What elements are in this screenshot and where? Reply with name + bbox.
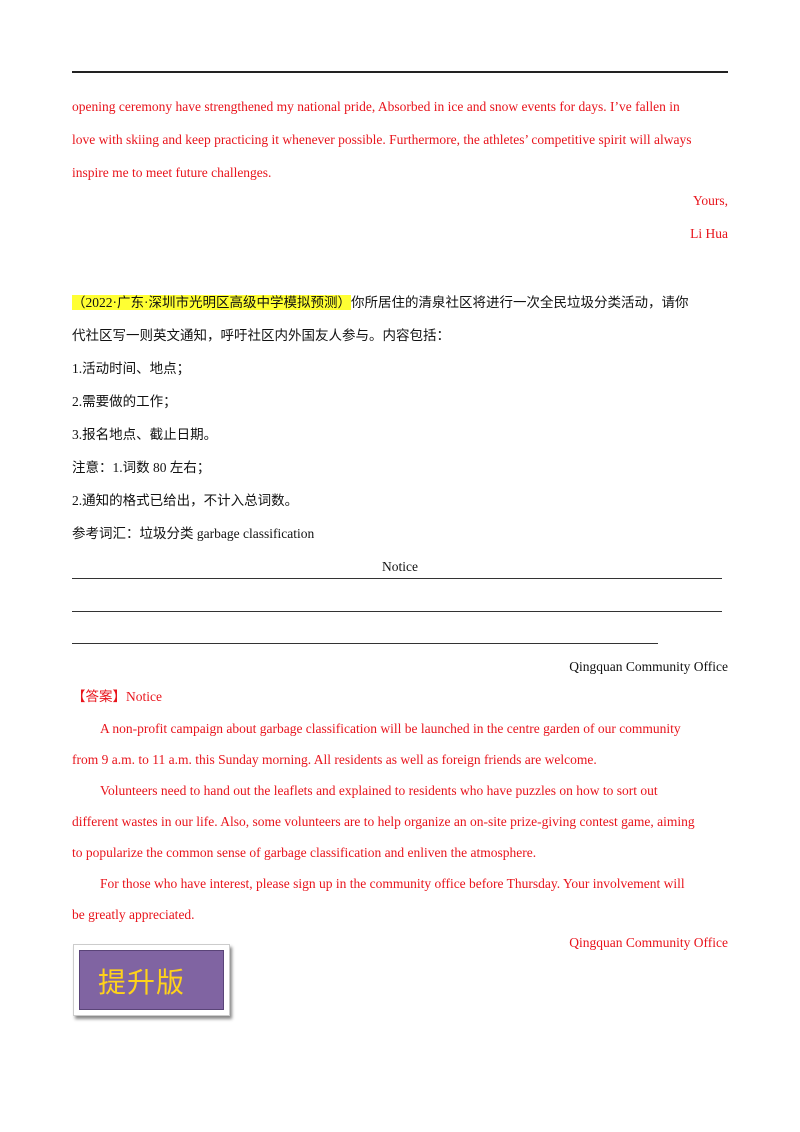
question-prompt-1: 你所居住的清泉社区将进行一次全民垃圾分类活动，请你 — [351, 295, 689, 310]
letter-closing-block: Yours, Li Hua — [72, 184, 728, 250]
question-note-2: 2.通知的格式已给出，不计入总词数。 — [72, 493, 299, 508]
top-rule — [72, 71, 728, 73]
question-item: 2.需要做的工作； — [72, 394, 177, 409]
question-block: （2022·广东·深圳市光明区高级中学模拟预测）你所居住的清泉社区将进行一次全民… — [72, 286, 728, 583]
question-line-1: （2022·广东·深圳市光明区高级中学模拟预测）你所居住的清泉社区将进行一次全民… — [72, 286, 728, 319]
question-item: 1.活动时间、地点； — [72, 361, 191, 376]
question-prompt-2: 代社区写一则英文通知，呼吁社区内外国友人参与。内容包括： — [72, 328, 450, 343]
answer-line: be greatly appreciated. — [72, 907, 195, 922]
letter-signature: Li Hua — [690, 226, 728, 241]
question-vocab: 参考词汇：垃圾分类 garbage classification — [72, 526, 315, 541]
letter-closing: Yours, — [692, 193, 728, 208]
question-item: 3.报名地点、截止日期。 — [72, 427, 218, 442]
question-note-1: 注意：1.词数 80 左右； — [72, 460, 211, 475]
answer-line: to popularize the common sense of garbag… — [72, 845, 537, 860]
question-signoff: Qingquan Community Office — [569, 659, 728, 674]
answer-heading: 【答案】Notice — [72, 680, 728, 713]
notice-title: Notice — [382, 559, 418, 574]
level-badge-label: 提升版 — [98, 966, 186, 999]
answer-blank-line — [72, 611, 722, 612]
answer-blank-line — [72, 578, 722, 579]
answer-blank-line — [72, 643, 658, 644]
answer-line: from 9 a.m. to 11 a.m. this Sunday morni… — [72, 752, 597, 767]
answer-signoff: Qingquan Community Office — [569, 935, 728, 950]
answer-block: 【答案】Notice A non-profit campaign about g… — [72, 680, 728, 930]
letter-tail: opening ceremony have strengthened my na… — [72, 90, 728, 189]
letter-line: inspire me to meet future challenges. — [72, 165, 272, 180]
answer-label: 【答案】 — [72, 689, 126, 704]
level-badge-panel: 提升版 — [79, 950, 224, 1010]
question-source: （2022·广东·深圳市光明区高级中学模拟预测） — [72, 295, 351, 310]
answer-line: For those who have interest, please sign… — [100, 876, 685, 891]
answer-line: Volunteers need to hand out the leaflets… — [100, 783, 658, 798]
letter-line: love with skiing and keep practicing it … — [72, 132, 692, 147]
answer-line: different wastes in our life. Also, some… — [72, 814, 695, 829]
answer-title: Notice — [126, 689, 162, 704]
letter-line: opening ceremony have strengthened my na… — [72, 99, 680, 114]
answer-line: A non-profit campaign about garbage clas… — [100, 721, 681, 736]
level-badge: 提升版 — [73, 944, 230, 1016]
